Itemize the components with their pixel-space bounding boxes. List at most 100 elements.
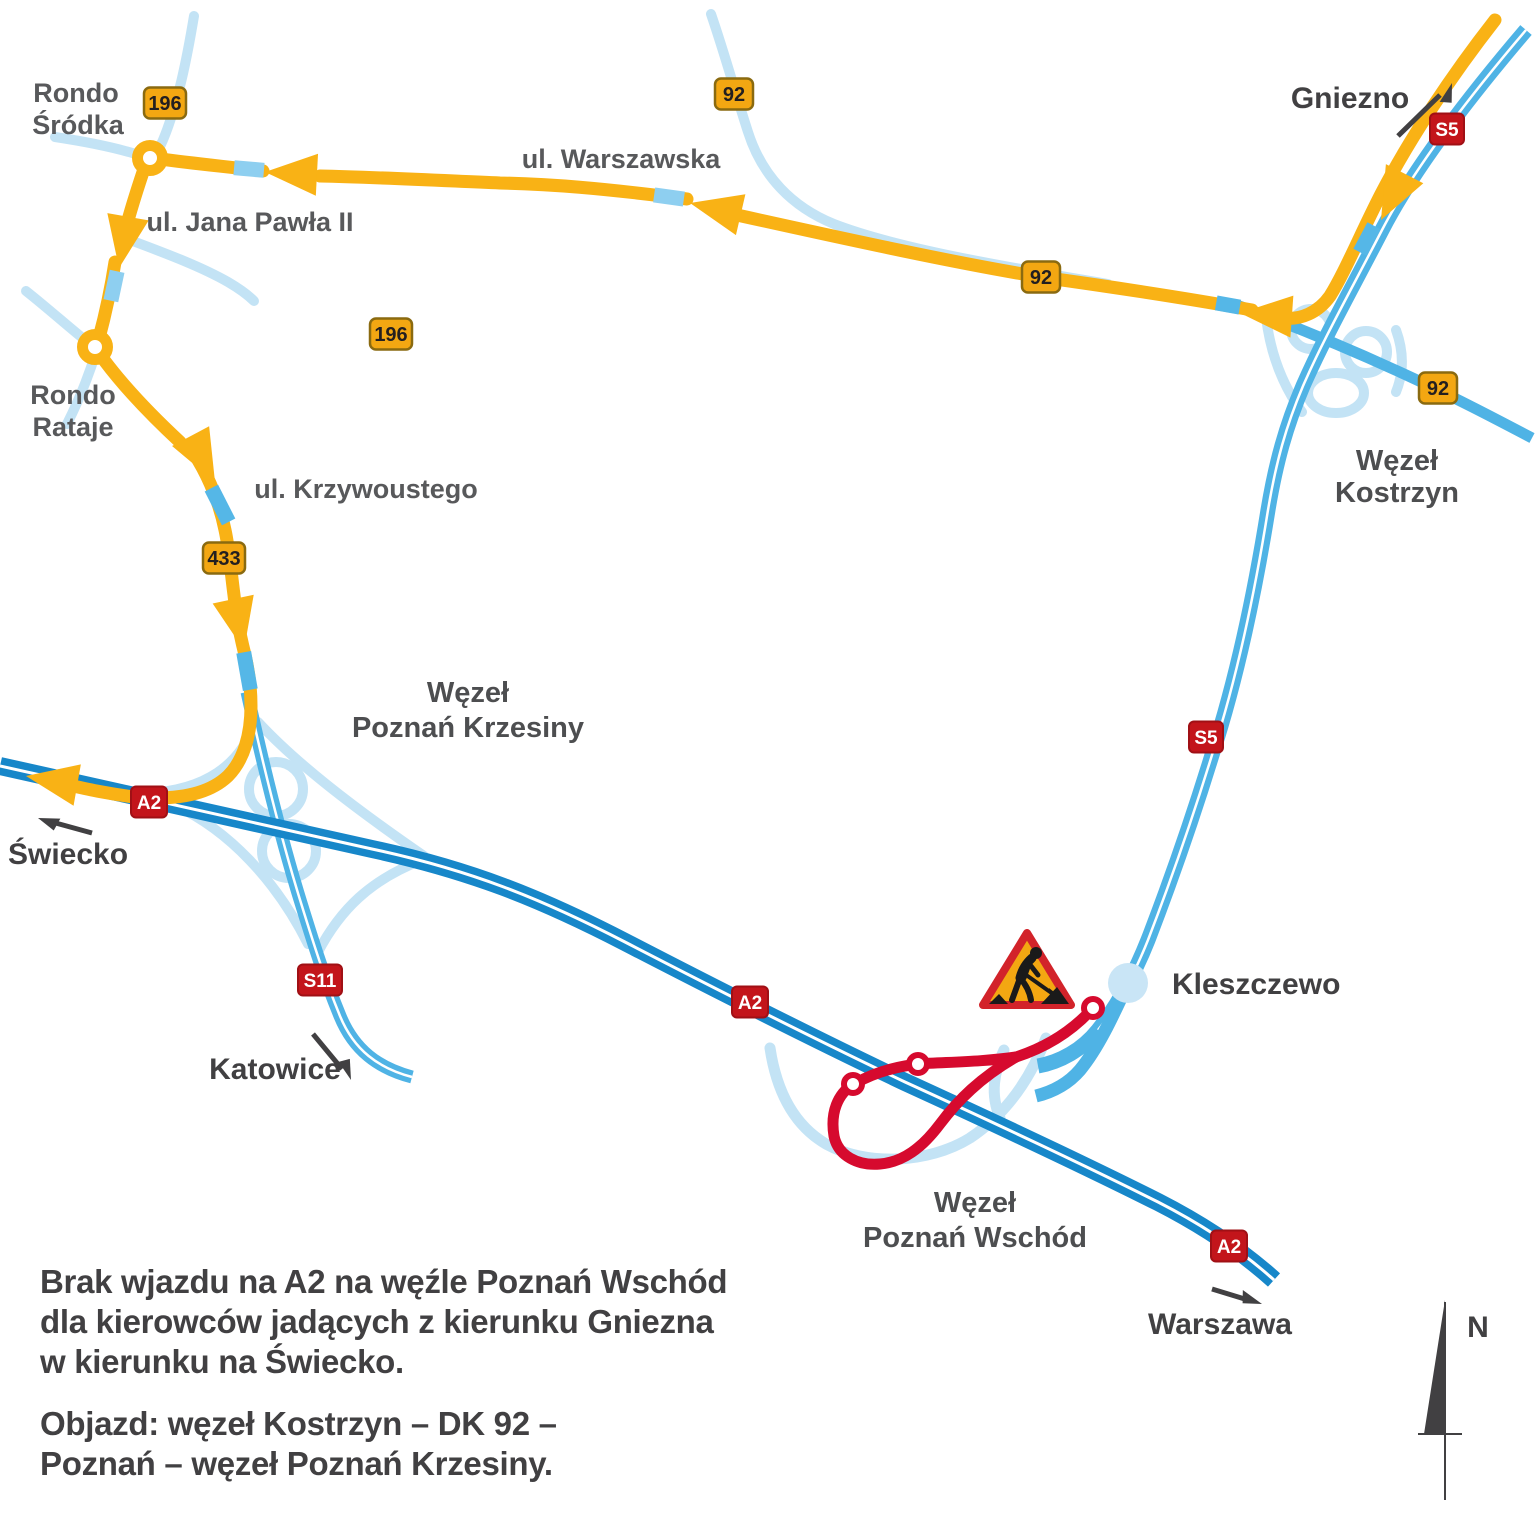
road-rataje-northwest	[21, 286, 95, 349]
shield-a2-east: A2	[1210, 1229, 1248, 1263]
katowice-arrow	[311, 1032, 351, 1080]
ul-krzywoustego-label: ul. Krzywoustego	[254, 474, 478, 504]
ul-warszawska-label: ul. Warszawska	[522, 144, 722, 174]
arrow-kostrzyn-west	[1240, 295, 1294, 338]
a2-centerline	[0, 764, 1276, 1282]
ul-jana-pawla-label: ul. Jana Pawła II	[146, 207, 353, 237]
shield-dk433: 433	[201, 541, 247, 575]
kostrzyn-ramp-east	[1391, 325, 1407, 397]
detour-arrows	[26, 153, 1424, 806]
arrow-a2-swiecko	[26, 764, 81, 806]
detour-along-s5	[1251, 13, 1502, 325]
bridge-gaps	[103, 160, 1381, 692]
closed-ramp	[827, 996, 1105, 1170]
shield-s5-mid: S5	[1188, 720, 1224, 754]
svg-text:92: 92	[723, 84, 745, 106]
s5-centerline	[1097, 29, 1527, 1031]
svg-text:196: 196	[148, 93, 181, 115]
s5-a2-connector	[1034, 980, 1134, 1103]
svg-text:196: 196	[374, 324, 407, 346]
wezel-kostrzyn-label-line1: Węzeł	[1356, 445, 1438, 477]
gniezno-label: Gniezno	[1291, 82, 1409, 115]
detour-warszawska-east	[313, 169, 694, 206]
wezel-wschod-label-line1: Węzeł	[934, 1187, 1016, 1219]
gap-433-north	[204, 484, 236, 526]
krzesiny-ramp-ne	[253, 717, 429, 861]
notice-p1-line3: w kierunku na Świecko.	[40, 1343, 404, 1380]
rondo-srodka-label-line2: Śródka	[32, 109, 125, 140]
wezel-kostrzyn-label-line2: Kostrzyn	[1335, 477, 1459, 509]
arrow-warszawska-west	[265, 153, 319, 196]
shield-s11: S11	[297, 963, 343, 997]
roadworks-sign-icon	[979, 929, 1075, 1009]
arrow-s5-south	[1381, 164, 1424, 220]
road-a2	[0, 757, 1281, 1287]
arrow-krzywoustego-south	[172, 426, 215, 482]
shield-a2-mid: A2	[731, 985, 769, 1019]
gap-dk92-kostrzyn	[1214, 295, 1242, 315]
notice-p1-line1: Brak wjazdu na A2 na węźle Poznań Wschód	[40, 1263, 728, 1300]
s11-centerline	[245, 691, 413, 1079]
detour-notice-paragraph2: Objazd: węzeł Kostrzyn – DK 92 – Poznań …	[40, 1404, 860, 1484]
north-letter: N	[1467, 1311, 1489, 1344]
rondo-srodka-label-line1: Rondo	[33, 78, 118, 108]
closure-endpoint-3	[841, 1072, 865, 1096]
krzesiny-ramp-se	[313, 855, 427, 957]
rondo-rataje-label-line1: Rondo	[30, 380, 115, 410]
roadworks-worker-glyph	[989, 947, 1069, 1004]
rondo-rataje-label-line2: Rataje	[32, 412, 113, 442]
closure-notice: Brak wjazdu na A2 na węźle Poznań Wschód…	[40, 1262, 860, 1506]
s5-carriageway	[1036, 25, 1532, 1074]
closure-notice-paragraph1: Brak wjazdu na A2 na węźle Poznań Wschód…	[40, 1262, 860, 1382]
rondo-srodka-ring	[132, 140, 168, 176]
road-s5	[1034, 25, 1532, 1103]
shield-a2-west: A2	[130, 785, 168, 819]
road-s11	[240, 690, 414, 1084]
svg-text:92: 92	[1030, 267, 1052, 289]
svg-text:S5: S5	[1194, 728, 1218, 749]
shield-dk196-top: 196	[142, 86, 188, 120]
swiecko-label: Świecko	[8, 837, 128, 871]
road-92-north-branch	[706, 9, 1113, 289]
katowice-label: Katowice	[209, 1053, 341, 1086]
closure-endpoint-1	[1081, 996, 1105, 1020]
svg-text:A2: A2	[1217, 1237, 1241, 1258]
shield-dk196-mid: 196	[368, 317, 414, 351]
detour-dk92-east	[730, 208, 1259, 317]
svg-text:A2: A2	[137, 793, 161, 814]
svg-text:92: 92	[1427, 378, 1449, 400]
warszawa-label: Warszawa	[1148, 1308, 1292, 1341]
wezel-krzesiny-label-line2: Poznań Krzesiny	[352, 712, 584, 744]
svg-text:433: 433	[207, 548, 240, 570]
kostrzyn-loop-c	[1303, 368, 1369, 418]
shields: 196 196 92 92 92 433 S5 S5	[130, 77, 1465, 1263]
gap-s5-detour	[1353, 222, 1381, 256]
kleszczewo-junction-dot	[1108, 963, 1148, 1003]
svg-text:A2: A2	[738, 993, 762, 1014]
arrow-dk92-west	[690, 194, 746, 236]
detour-krzywoustego-north	[97, 353, 187, 449]
shield-dk92-east: 92	[1417, 371, 1459, 405]
arrow-jana-pawla-south	[107, 213, 149, 268]
notice-p1-line2: dla kierowców jadących z kierunku Gniezn…	[40, 1303, 714, 1340]
gap-jana-pawla	[103, 269, 125, 303]
notice-p2-line1: Objazd: węzeł Kostrzyn – DK 92 –	[40, 1405, 557, 1442]
svg-text:S11: S11	[304, 971, 337, 992]
closure-endpoint-2	[906, 1052, 930, 1076]
kleszczewo-label: Kleszczewo	[1172, 968, 1340, 1001]
wezel-wschod-label-line2: Poznań Wschód	[863, 1222, 1087, 1254]
closed-ramp-loop	[827, 1051, 1022, 1170]
gap-warszawska-east	[653, 187, 685, 207]
compass-needle	[1424, 1300, 1445, 1434]
wezel-krzesiny-label-line1: Węzeł	[427, 677, 509, 709]
shield-s5-top: S5	[1429, 112, 1465, 146]
svg-text:S5: S5	[1435, 120, 1459, 141]
gniezno-arrow	[1396, 83, 1452, 138]
warszawa-arrow	[1211, 1286, 1262, 1304]
shield-dk92-top: 92	[713, 77, 755, 111]
detour-route	[48, 13, 1502, 805]
gap-433-south	[236, 650, 258, 692]
closed-ramp-main	[850, 1002, 1099, 1089]
